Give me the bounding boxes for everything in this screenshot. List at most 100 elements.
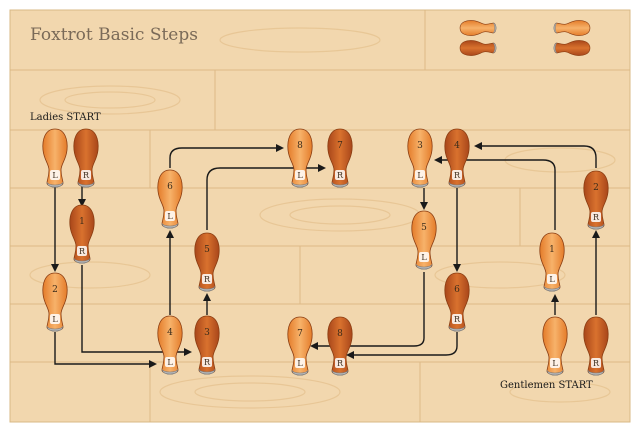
foot-letter-box	[77, 246, 87, 256]
step-number: 2	[593, 183, 599, 193]
foot-letter-box	[202, 274, 212, 284]
gentlemen-start-left-shoe: L	[542, 316, 568, 376]
heel-plate	[291, 181, 309, 188]
foot-letter: L	[417, 171, 423, 180]
foot-letter: L	[297, 359, 303, 368]
gentlemen-legend-left	[553, 20, 591, 36]
foot-letter: L	[552, 359, 558, 368]
step-number: 5	[204, 245, 210, 255]
gents-arrow-1-to-3	[434, 156, 556, 230]
step-number: 2	[52, 285, 58, 295]
wood-floor	[9, 9, 631, 423]
foot-letter-box	[295, 170, 305, 180]
foot-letter: R	[79, 247, 86, 256]
heel-plate	[46, 181, 64, 188]
step-number: 8	[337, 329, 343, 339]
ladies-step-3-shoe: R3	[194, 315, 220, 375]
ladies-step-8-shoe: L8	[287, 128, 313, 188]
gentlemen-start-right-shoe: R	[583, 316, 609, 376]
step-number: 1	[549, 245, 555, 255]
gents-arrow-6-to-8	[346, 332, 458, 359]
gentlemen-step-5-shoe: L5	[411, 210, 437, 270]
foot-letter-box	[415, 170, 425, 180]
heel-plate	[198, 368, 216, 375]
ladies-legend-left	[459, 20, 497, 36]
foot-letter: R	[204, 358, 211, 367]
heel-plate	[331, 181, 349, 188]
step-number: 8	[297, 141, 303, 151]
ladies-step-6-shoe: L6	[157, 169, 183, 229]
foot-letter-box	[452, 170, 462, 180]
foot-letter: R	[83, 171, 90, 180]
step-number: 6	[454, 285, 460, 295]
heel-plate	[587, 369, 605, 376]
step-number: 5	[421, 223, 427, 233]
step-number: 7	[297, 329, 303, 339]
gents-arrow-5-to-7	[310, 272, 425, 350]
foot-letter-box	[550, 358, 560, 368]
heel-plate	[161, 368, 179, 375]
foot-letter: R	[593, 213, 600, 222]
heel-plate	[546, 369, 564, 376]
foot-letter-box	[50, 314, 60, 324]
ladies-start-left-shoe: L	[42, 128, 68, 188]
foot-letter-box	[547, 274, 557, 284]
ladies-arrow-2-to-4	[54, 332, 157, 368]
gentlemen-step-1-shoe: L1	[539, 232, 565, 292]
heel-plate	[73, 257, 91, 264]
heel-plate	[448, 181, 466, 188]
foot-letter: L	[52, 315, 58, 324]
ladies-step-4-shoe: L4	[157, 315, 183, 375]
heel-plate	[161, 222, 179, 229]
heel-plate	[77, 181, 95, 188]
gentlemen-start-label: Gentlemen START	[500, 380, 593, 391]
gentlemen-step-4-shoe: R4	[444, 128, 470, 188]
foot-letter: L	[167, 358, 173, 367]
ladies-start-label: Ladies START	[30, 112, 101, 123]
foot-letter: L	[52, 171, 58, 180]
step-number: 1	[79, 217, 85, 227]
heel-plate	[46, 325, 64, 332]
gentlemen-step-6-shoe: R6	[444, 272, 470, 332]
ladies-arrow-1-to-3	[81, 265, 192, 356]
foot-letter-box	[295, 358, 305, 368]
heel-plate	[415, 263, 433, 270]
heel-plate	[587, 223, 605, 230]
foot-letter-box	[419, 252, 429, 262]
legend	[459, 20, 591, 56]
foot-letter: R	[337, 359, 344, 368]
foot-letter: R	[593, 359, 600, 368]
foot-letter-box	[165, 357, 175, 367]
ladies-arrow-5-to-7	[206, 164, 326, 230]
foot-letter-box	[335, 170, 345, 180]
heel-plate	[448, 325, 466, 332]
gentlemen-step-8-shoe: R8	[327, 316, 353, 376]
ladies-step-1-shoe: R1	[69, 204, 95, 264]
step-number: 4	[454, 141, 460, 151]
ladies-start-right-shoe: R	[73, 128, 99, 188]
gents-arrow-2-to-4	[474, 142, 597, 168]
foot-letter-box	[50, 170, 60, 180]
foot-letter: R	[204, 275, 211, 284]
page-title: Foxtrot Basic Steps	[30, 25, 198, 45]
ladies-step-5-shoe: R5	[194, 232, 220, 292]
step-number: 3	[417, 141, 423, 151]
foot-letter: R	[454, 315, 461, 324]
foot-letter-box	[202, 357, 212, 367]
step-number: 6	[167, 182, 173, 192]
ladies-step-2-shoe: L2	[42, 272, 68, 332]
gentlemen-legend-right	[553, 40, 591, 56]
foot-letter: L	[167, 212, 173, 221]
heel-plate	[198, 285, 216, 292]
heel-plate	[543, 285, 561, 292]
ladies-arrow-6-to-8	[169, 144, 284, 168]
foot-letter: L	[421, 253, 427, 262]
foot-letter: L	[549, 275, 555, 284]
step-number: 4	[167, 328, 173, 338]
foot-letter: R	[454, 171, 461, 180]
step-number: 7	[337, 141, 343, 151]
ladies-step-7-shoe: R7	[327, 128, 353, 188]
